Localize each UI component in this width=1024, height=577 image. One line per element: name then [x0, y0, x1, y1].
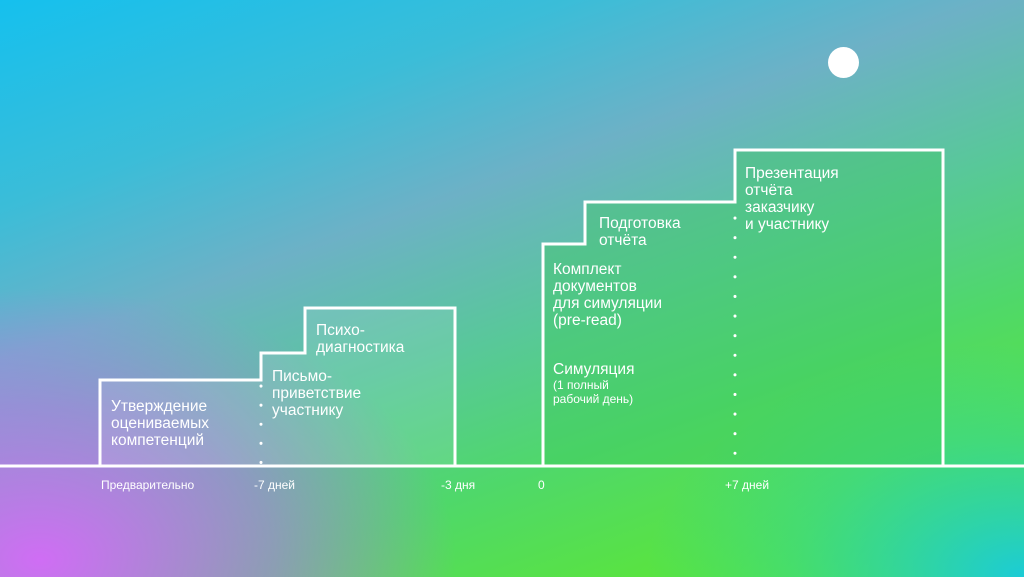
step-simulation-note: (1 полный рабочий день) [553, 378, 634, 406]
step-competencies: Утверждение оцениваемых компетенций [111, 398, 210, 449]
right-staircase [541, 148, 945, 466]
step-psychodiagnostics: Психо- диагностика [316, 322, 405, 356]
step-documents: Комплект документов для симуляции (pre-r… [553, 261, 663, 329]
timeline-label-plus-7: +7 дней [725, 478, 770, 492]
step-report-prep: Подготовка отчёта [599, 215, 681, 249]
timeline-label-zero: 0 [538, 478, 545, 492]
timeline-label-minus-7: -7 дней [254, 478, 296, 492]
left-steps-fill [100, 308, 455, 466]
step-welcome-letter: Письмо- приветствие участнику [272, 368, 362, 419]
right-steps-fill [543, 150, 943, 466]
moon-icon [828, 47, 859, 78]
timeline-label-minus-3: -3 дня [441, 478, 476, 492]
timeline-label-preliminary: Предварительно [101, 478, 195, 492]
step-presentation: Презентация отчёта заказчику и участнику [745, 165, 839, 233]
step-simulation: Симуляция [553, 361, 635, 378]
left-staircase [98, 306, 457, 466]
